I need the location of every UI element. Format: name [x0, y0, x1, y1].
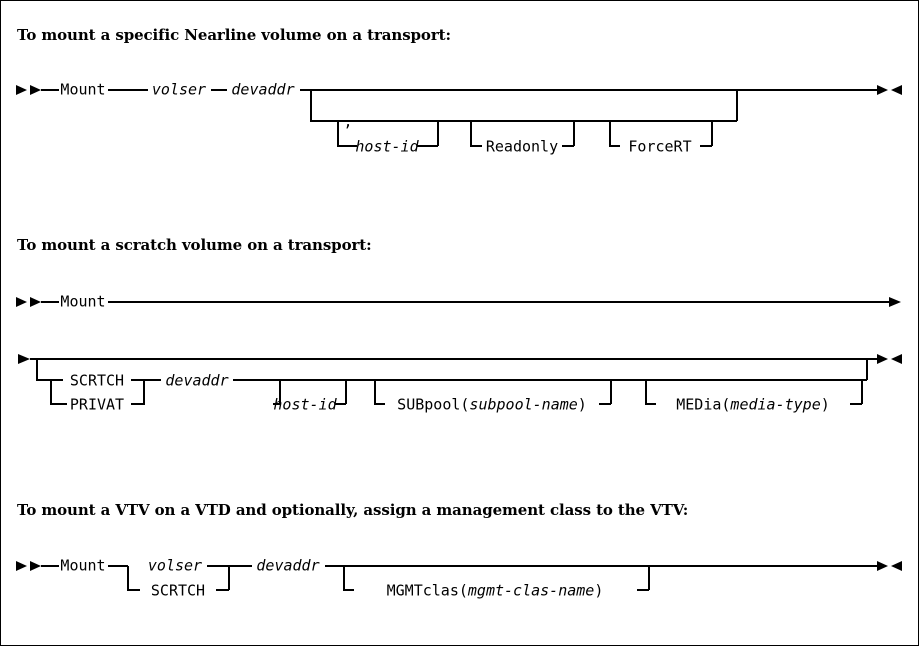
- section-heading-nearline: To mount a specific Nearline volume on a…: [17, 26, 451, 44]
- var-host-id-1: host-id: [355, 137, 419, 156]
- start-arrow-2a: [16, 297, 27, 307]
- start-arrow-2b: [30, 297, 41, 307]
- section-heading-scratch: To mount a scratch volume on a transport…: [17, 236, 372, 254]
- start-arrow-1a: [16, 85, 27, 95]
- opt-subpool-2: SUBpool(subpool-name): [397, 395, 587, 414]
- end-arrow-1-right: [877, 85, 888, 95]
- end-arrow-3-left: [891, 561, 902, 571]
- var-devaddr-2: devaddr: [165, 371, 229, 390]
- keyword-forcert-1: ForceRT: [628, 137, 692, 156]
- var-devaddr-3: devaddr: [256, 556, 320, 575]
- keyword-mount-1: Mount: [60, 80, 106, 99]
- section-heading-vtv: To mount a VTV on a VTD and optionally, …: [17, 501, 689, 519]
- end-arrow-3-right: [877, 561, 888, 571]
- start-arrow-3b: [30, 561, 41, 571]
- var-host-id-2: host-id: [273, 395, 337, 414]
- punct-comma-1: ,: [343, 112, 353, 131]
- keyword-scrtch-3: SCRTCH: [150, 581, 206, 600]
- opt-mgmtclas-3: MGMTclas(mgmt-clas-name): [386, 581, 604, 600]
- keyword-mount-2: Mount: [60, 292, 106, 311]
- opt-media-2: MEDia(media-type): [676, 395, 830, 414]
- var-volser-3: volser: [147, 556, 203, 575]
- end-arrow-2-left: [891, 354, 902, 364]
- end-arrow-1-left: [891, 85, 902, 95]
- continue-arrow-2: [889, 297, 901, 307]
- var-volser-1: volser: [151, 80, 207, 99]
- start-arrow-1b: [30, 85, 41, 95]
- continue-start-arrow-2: [18, 354, 30, 364]
- start-arrow-3a: [16, 561, 27, 571]
- var-devaddr-1: devaddr: [231, 80, 295, 99]
- keyword-readonly-1: Readonly: [485, 137, 559, 156]
- keyword-privat-2: PRIVAT: [69, 395, 125, 414]
- end-arrow-2-right: [877, 354, 888, 364]
- keyword-mount-3: Mount: [60, 556, 106, 575]
- keyword-scrtch-2: SCRTCH: [69, 371, 125, 390]
